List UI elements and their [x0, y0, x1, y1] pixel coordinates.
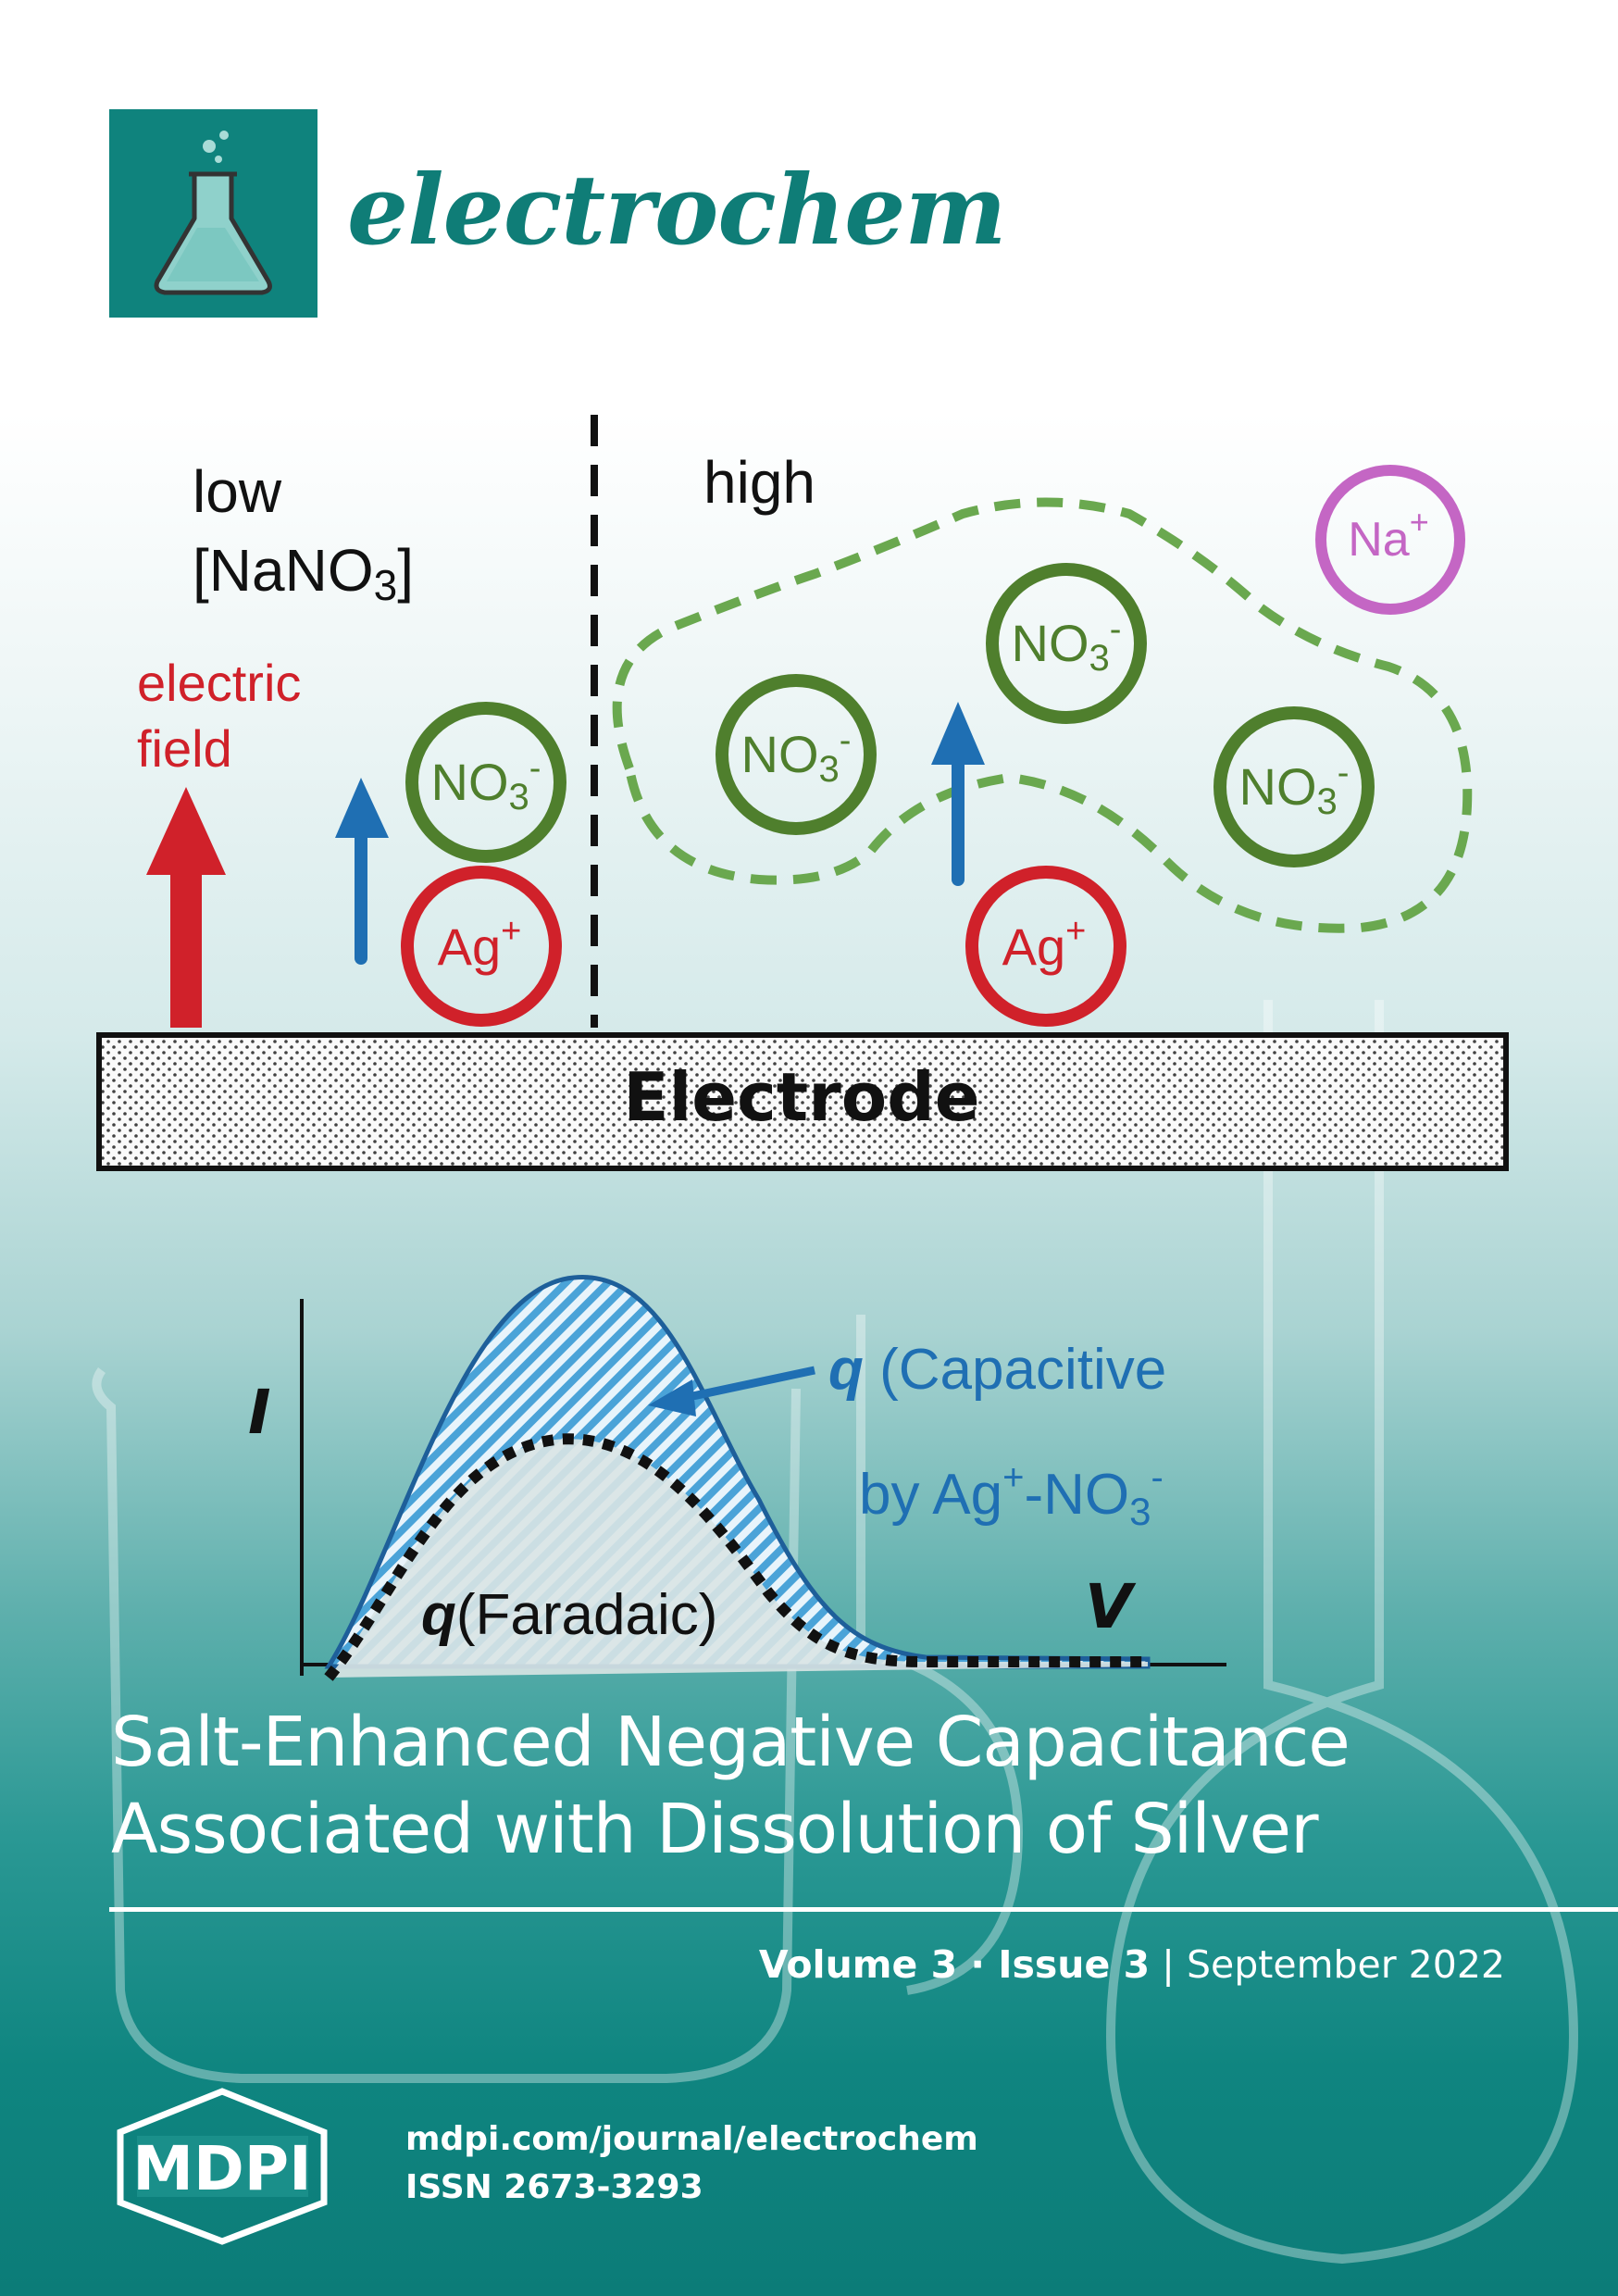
flask-icon: [154, 131, 272, 295]
label-nano3: [NaNO3]: [193, 537, 414, 609]
capacitive-label-1: q (Capacitive: [828, 1338, 1166, 1402]
svg-text:Ag+: Ag+: [1002, 912, 1087, 976]
faradaic-area: [329, 1439, 1148, 1678]
mdpi-logo-text: MDPI: [132, 2133, 311, 2204]
ag-ion-right: [965, 866, 1126, 1027]
journal-title: electrochem: [347, 153, 1007, 267]
svg-text:Ag+: Ag+: [438, 912, 522, 976]
faradaic-label: q(Faradaic): [421, 1583, 717, 1647]
svg-text:NO3-: NO3-: [1239, 754, 1350, 822]
label-low: low: [193, 458, 282, 525]
faradaic-curve: [324, 1433, 1148, 1681]
no3-ion-right-3: [1214, 706, 1375, 867]
electric-field-arrow: [146, 787, 226, 1028]
capacitive-label-2: by Ag+-NO3-: [859, 1457, 1164, 1533]
bar-separator: |: [1150, 1942, 1187, 1987]
mdpi-logo: MDPI: [117, 2088, 328, 2245]
issn: ISSN 2673-3293: [405, 2168, 703, 2206]
y-axis-label: I: [248, 1377, 271, 1448]
svg-text:NO3-: NO3-: [1012, 610, 1122, 679]
label-electric: electric: [137, 654, 301, 712]
electrode-label: Electrode: [623, 1058, 979, 1136]
publisher-footer: mdpi.com/journal/electrochem ISSN 2673-3…: [405, 2115, 978, 2212]
volume-label: Volume 3: [758, 1942, 958, 1987]
iv-plot: I V q (Capacitive by Ag+-NO3- q(Faradaic…: [248, 1275, 1226, 1681]
journal-url[interactable]: mdpi.com/journal/electrochem: [405, 2120, 978, 2158]
svg-text:NO3-: NO3-: [741, 721, 852, 790]
issue-separator: ·: [957, 1942, 999, 1987]
article-title: Salt-Enhanced Negative Capacitance Assoc…: [111, 1699, 1555, 1873]
capacitive-arrow: [670, 1366, 815, 1405]
svg-text:Na+: Na+: [1348, 503, 1429, 567]
issue-info: Volume 3 · Issue 3 | September 2022: [759, 1942, 1505, 1987]
no3-ion-left: [405, 702, 566, 863]
issue-label: Issue 3: [998, 1942, 1151, 1987]
na-ion: [1315, 465, 1465, 615]
background-glassware: [92, 1000, 1579, 2265]
solvation-cloud: [612, 497, 1473, 933]
title-line-2: Associated with Dissolution of Silver: [111, 1790, 1319, 1869]
x-axis-label: V: [1085, 1571, 1137, 1642]
issue-date: September 2022: [1187, 1942, 1505, 1987]
no3-ion-right-1: [716, 674, 877, 835]
journal-logo: [109, 109, 317, 318]
title-line-1: Salt-Enhanced Negative Capacitance: [111, 1703, 1350, 1782]
label-high: high: [703, 449, 815, 516]
no3-ion-right-2: [986, 563, 1147, 724]
ag-ion-left: [401, 866, 562, 1027]
label-field: field: [137, 719, 232, 778]
divider-rule: [109, 1907, 1618, 1912]
svg-text:NO3-: NO3-: [431, 749, 541, 817]
